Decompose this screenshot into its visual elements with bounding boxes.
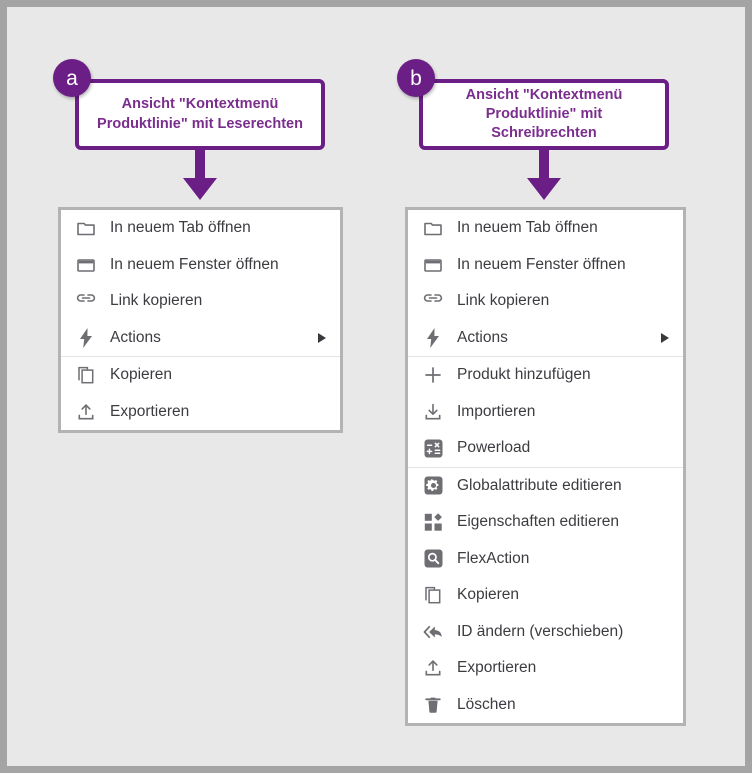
menu-item-label: Link kopieren [110,292,203,310]
search-box-icon [422,548,444,570]
copy-icon [422,584,444,606]
context-menu-read-permissions[interactable]: In neuem Tab öffnen In neuem Fenster öffn… [58,207,343,433]
new-window-icon [75,254,97,276]
menu-item-label: Produkt hinzufügen [457,366,591,384]
menu-item-label: Löschen [457,695,516,713]
menu-item-label: Exportieren [110,402,190,420]
menu-item[interactable]: Exportieren [408,650,683,687]
submenu-arrow-icon[interactable] [661,332,669,343]
menu-item[interactable]: Actions [61,320,340,357]
menu-item-label: In neuem Fenster öffnen [457,255,626,273]
menu-item-label: In neuem Fenster öffnen [110,255,279,273]
menu-item[interactable]: Kopieren [408,577,683,614]
submenu-arrow-icon[interactable] [318,332,326,343]
menu-item[interactable]: Löschen [408,687,683,724]
menu-item-label: Actions [457,328,508,346]
menu-item-label: Powerload [457,439,531,457]
lightning-icon [75,327,97,349]
callout-arrow-b [527,150,561,200]
menu-item[interactable]: Globalattribute editieren [408,468,683,505]
callout-arrow-a [183,150,217,200]
gear-icon [422,475,444,497]
plus-icon [422,364,444,386]
menu-item-label: In neuem Tab öffnen [457,219,598,237]
menu-item-label: Eigenschaften editieren [457,513,620,531]
menu-item-label: Globalattribute editieren [457,476,622,494]
menu-item[interactable]: In neuem Tab öffnen [61,210,340,247]
menu-item[interactable]: Kopieren [61,357,340,394]
calculator-icon [422,437,444,459]
export-icon [422,657,444,679]
lightning-icon [422,327,444,349]
menu-item-label: Exportieren [457,659,537,677]
context-menu-write-permissions[interactable]: In neuem Tab öffnen In neuem Fenster öffn… [405,207,686,726]
new-tab-icon [422,217,444,239]
menu-item[interactable]: Link kopieren [61,283,340,320]
menu-item-label: Link kopieren [457,292,550,310]
menu-item-label: ID ändern (verschieben) [457,622,624,640]
callout-box-b: Ansicht "Kontextmenü Produktlinie" mit S… [419,79,669,150]
move-back-icon [422,621,444,643]
menu-item-label: Importieren [457,402,536,420]
callout-badge-a: a [53,59,91,97]
link-icon [422,290,444,312]
menu-item[interactable]: In neuem Fenster öffnen [408,247,683,284]
menu-item[interactable]: Eigenschaften editieren [408,504,683,541]
menu-item-label: Kopieren [110,366,173,384]
link-icon [75,290,97,312]
copy-icon [75,364,97,386]
new-window-icon [422,254,444,276]
properties-icon [422,511,444,533]
menu-item-label: In neuem Tab öffnen [110,219,251,237]
import-icon [422,401,444,423]
menu-item[interactable]: In neuem Tab öffnen [408,210,683,247]
trash-icon [422,694,444,716]
new-tab-icon [75,217,97,239]
menu-item-label: FlexAction [457,549,530,567]
menu-item[interactable]: FlexAction [408,541,683,578]
menu-item[interactable]: Actions [408,320,683,357]
menu-item-label: Kopieren [457,586,520,604]
menu-item[interactable]: Link kopieren [408,283,683,320]
menu-item[interactable]: ID ändern (verschieben) [408,614,683,651]
menu-item[interactable]: Importieren [408,394,683,431]
menu-item[interactable]: In neuem Fenster öffnen [61,247,340,284]
callout-box-a: Ansicht "Kontextmenü Produktlinie" mit L… [75,79,325,150]
menu-item-label: Actions [110,328,161,346]
menu-item[interactable]: Produkt hinzufügen [408,357,683,394]
menu-item[interactable]: Powerload [408,430,683,468]
menu-item[interactable]: Exportieren [61,394,340,431]
export-icon [75,401,97,423]
callout-badge-b: b [397,59,435,97]
